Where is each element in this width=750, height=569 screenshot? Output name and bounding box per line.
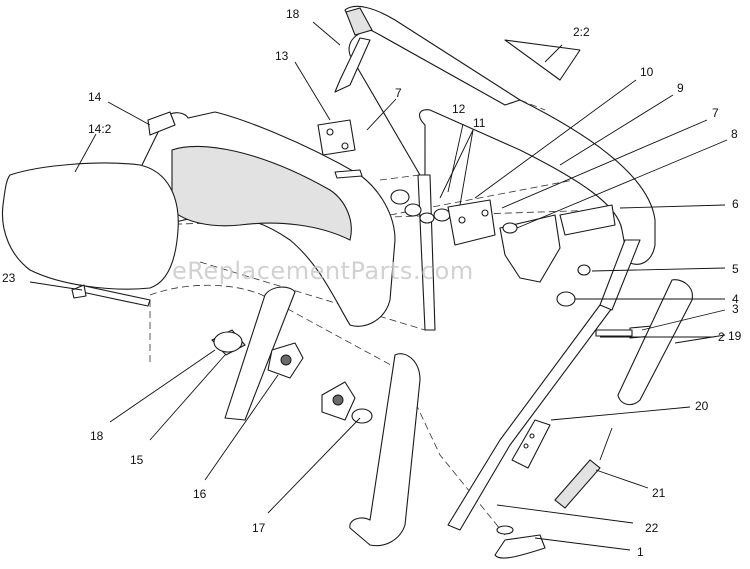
callout-2: 2 — [718, 330, 725, 344]
callout-8: 8 — [731, 127, 738, 141]
latch-plate-part-20 — [511, 419, 551, 469]
callout-18-bottom: 18 — [90, 429, 104, 443]
upper-console — [344, 5, 581, 106]
callout-6: 6 — [732, 197, 739, 211]
callout-23: 23 — [2, 271, 16, 285]
knob-part-17 — [321, 381, 373, 424]
knob-part-15 — [211, 329, 246, 356]
callout-7-top: 7 — [395, 86, 402, 100]
spacer-part-4 — [556, 291, 576, 307]
callout-17: 17 — [252, 521, 266, 535]
watermark-text: eReplacementParts.com — [172, 257, 474, 285]
hardware-stack — [334, 169, 496, 246]
callout-13: 13 — [275, 49, 289, 63]
callout-19: 19 — [728, 329, 742, 343]
callouts: 18 13 7 2:2 14 14:2 12 11 10 9 7 8 6 5 4… — [2, 7, 742, 559]
callout-4: 4 — [732, 292, 739, 306]
callout-7-right: 7 — [712, 106, 719, 120]
control-panel-part-14 — [119, 111, 396, 327]
callout-1: 1 — [637, 545, 644, 559]
callout-22: 22 — [645, 521, 659, 535]
callout-20: 20 — [695, 399, 709, 413]
grip-part-19 — [617, 279, 693, 406]
callout-5: 5 — [732, 262, 739, 276]
callout-14: 14 — [88, 90, 102, 104]
lower-handle — [224, 286, 421, 547]
spring-part-21 — [554, 427, 613, 509]
rod-part-23 — [71, 284, 151, 307]
bracket-part-6 — [499, 204, 616, 283]
callout-21: 21 — [652, 486, 666, 500]
callout-11: 11 — [473, 116, 486, 130]
leader-lines — [29, 21, 728, 551]
callout-14-2: 14:2 — [88, 122, 112, 136]
callout-18-top: 18 — [286, 7, 300, 21]
callout-10: 10 — [640, 65, 654, 79]
callout-16: 16 — [193, 487, 207, 501]
grip-pad-part-14-2 — [1, 162, 179, 290]
bolt-part-3 — [595, 325, 653, 339]
nut-part-5 — [577, 264, 591, 276]
bracket-part-13 — [317, 37, 371, 156]
callout-12: 12 — [452, 102, 466, 116]
knob-part-16 — [267, 342, 304, 379]
callout-2-2: 2:2 — [573, 25, 590, 39]
callout-9: 9 — [677, 81, 684, 95]
bail-part-1 — [494, 534, 546, 559]
callout-15: 15 — [130, 453, 144, 467]
callout-3: 3 — [732, 302, 739, 316]
handle-tube-part-2 — [348, 29, 656, 535]
